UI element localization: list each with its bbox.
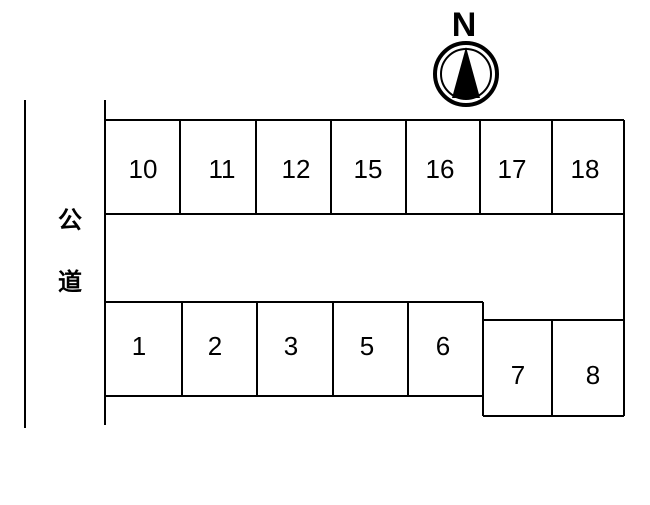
- space-6: 6: [436, 331, 450, 361]
- space-1: 1: [132, 331, 146, 361]
- road-label-char-2: 道: [58, 268, 82, 296]
- space-15: 15: [354, 154, 383, 184]
- offset-spaces: 7 8: [482, 319, 625, 417]
- space-7: 7: [511, 360, 525, 390]
- north-label: N: [452, 6, 477, 44]
- space-12: 12: [282, 154, 311, 184]
- space-11: 11: [209, 154, 236, 184]
- space-10: 10: [129, 154, 158, 184]
- north-compass: N: [433, 6, 499, 107]
- space-18: 18: [571, 154, 600, 184]
- bottom-row-spaces: 1 2 3 5 6: [105, 301, 484, 397]
- space-17: 17: [498, 154, 527, 184]
- top-row-spaces: 10 11 12 15 16 17 18: [105, 119, 625, 215]
- road-label-char-1: 公: [58, 207, 82, 234]
- space-2: 2: [208, 331, 222, 361]
- space-16: 16: [426, 154, 455, 184]
- space-5: 5: [360, 331, 374, 361]
- north-arrow-icon: [433, 41, 499, 107]
- space-8: 8: [586, 360, 600, 390]
- space-3: 3: [284, 331, 298, 361]
